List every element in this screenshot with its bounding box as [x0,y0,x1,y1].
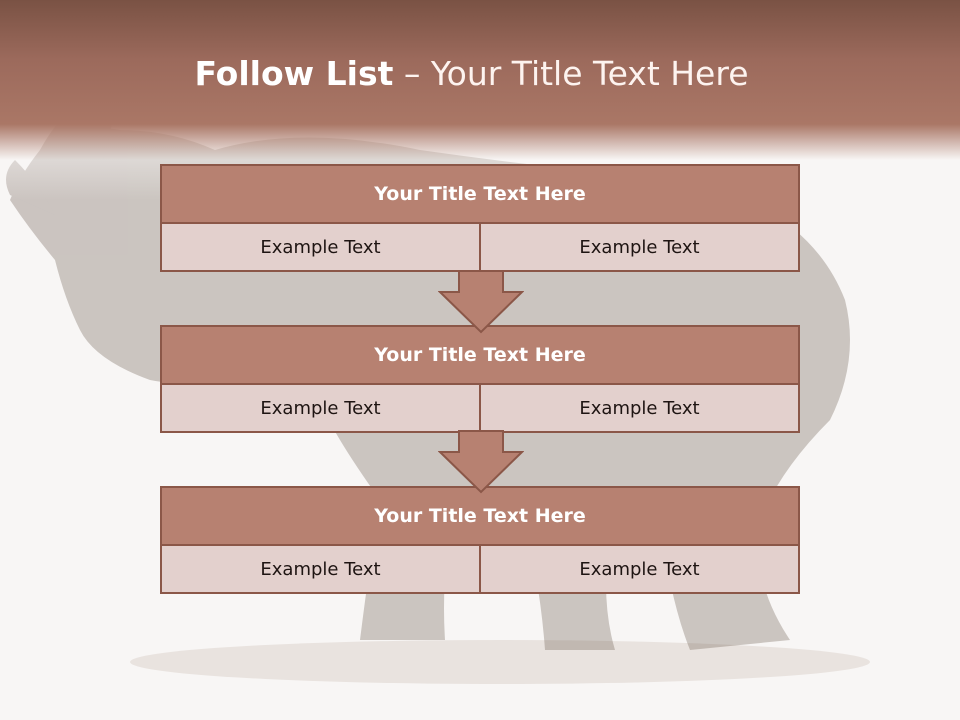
block-cell-left: Example Text [162,385,479,431]
block-cell-right: Example Text [481,385,798,431]
list-block-3: Your Title Text Here Example Text Exampl… [160,486,800,594]
list-block-2: Your Title Text Here Example Text Exampl… [160,325,800,433]
block-cell-right: Example Text [481,546,798,592]
slide-title-bold: Follow List [194,54,394,93]
slide-title: Follow List – Your Title Text Here [0,54,943,93]
block-row: Example Text Example Text [162,546,798,592]
block-title: Your Title Text Here [162,327,798,383]
list-block-1: Your Title Text Here Example Text Exampl… [160,164,800,272]
block-row: Example Text Example Text [162,224,798,270]
down-arrow-icon [438,430,524,494]
block-row: Example Text Example Text [162,385,798,431]
block-title: Your Title Text Here [162,488,798,544]
down-arrow-icon [438,270,524,334]
block-cell-right: Example Text [481,224,798,270]
slide-title-rest: – Your Title Text Here [403,54,749,93]
block-title: Your Title Text Here [162,166,798,222]
block-cell-left: Example Text [162,224,479,270]
block-cell-left: Example Text [162,546,479,592]
